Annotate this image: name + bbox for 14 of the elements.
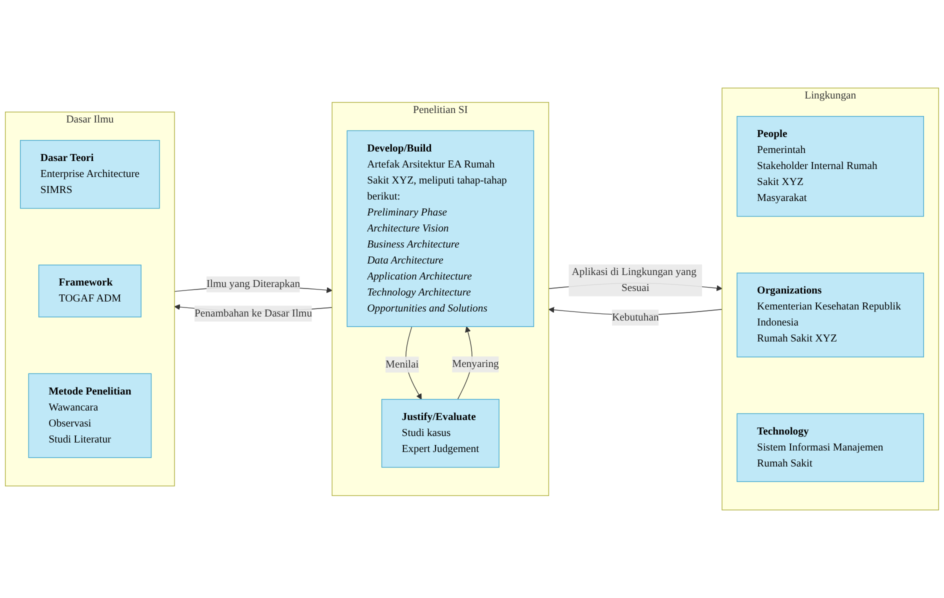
node-box: Framework TOGAF ADM [38, 264, 142, 318]
node-box: Metode Penelitian Wawancara Observasi Studi Literatur [28, 373, 152, 458]
node-box: People Pemerintah Stakeholder Internal Rumah Sakit XYZ Masyarakat [736, 116, 924, 217]
edge-label: Penambahan ke Dasar Ilmu [194, 308, 312, 319]
node-box: Technology Sistem Informasi Manajemen Rumah Sakit [736, 413, 924, 482]
edge-label: Kebutuhan [612, 312, 659, 323]
node-box: Organizations Kementerian Kesehatan Republik Indonesia Rumah Sakit XYZ [736, 272, 924, 358]
edge-label: Menyaring [452, 358, 499, 370]
edge-label: Aplikasi di Lingkungan yang Sesuai [572, 266, 696, 294]
node-box: Develop/Build Artefak Arsitektur EA Rumah Sakit XYZ, meliputi tahap-tahap berikut: Preliminary Phase Architecture Vision Business Architecture Data Architecture Application Architecture Technology Architecture Opportunities and Solutions [346, 130, 534, 327]
edge-label: Ilmu yang Diterapkan [206, 278, 300, 290]
node-box: Justify/Evaluate Studi kasus Expert Judgement [381, 398, 500, 468]
edge-label: Menilai [386, 358, 419, 370]
node-box: Dasar Teori Enterprise Architecture SIMRS [20, 140, 160, 209]
